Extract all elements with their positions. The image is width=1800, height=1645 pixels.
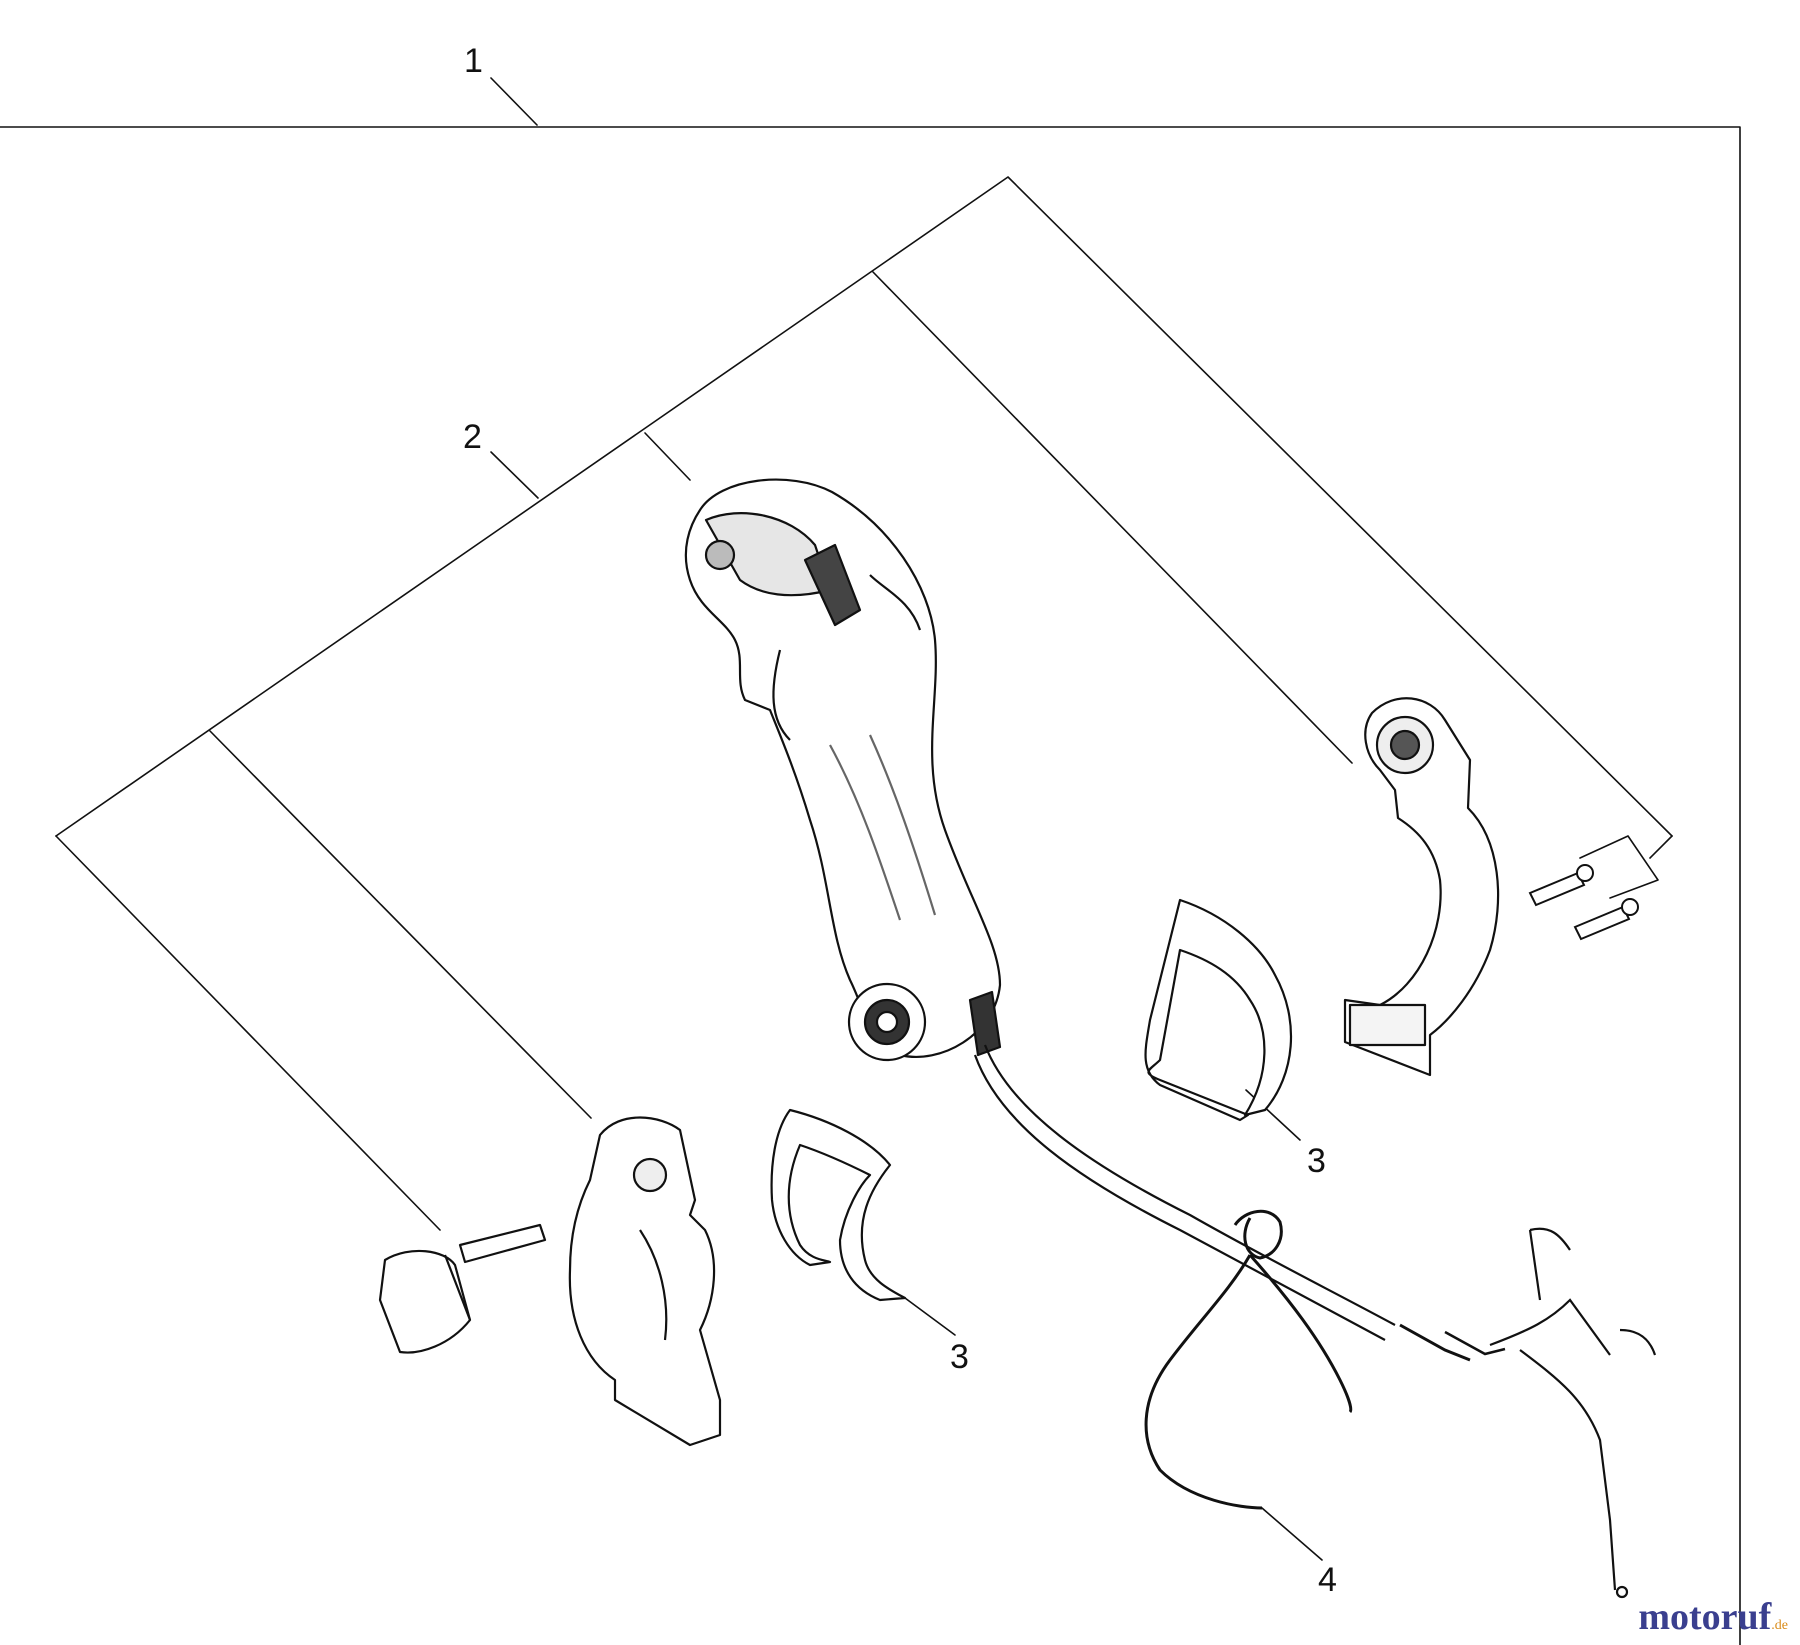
callout-3-lower: 3 bbox=[950, 1338, 969, 1376]
branch-handle bbox=[644, 432, 691, 481]
watermark-tld: .de bbox=[1771, 1618, 1788, 1633]
branch-clamp-top bbox=[872, 271, 1353, 764]
clamp-liner-upper bbox=[1144, 898, 1293, 1122]
leader-line-4 bbox=[1261, 1507, 1323, 1561]
callout-1: 1 bbox=[464, 42, 483, 80]
knob-bolt bbox=[378, 1223, 547, 1354]
throttle-cable bbox=[973, 1044, 1657, 1599]
watermark-text: motoruf bbox=[1638, 1596, 1772, 1638]
wire-4 bbox=[1144, 1210, 1353, 1510]
leader-line-1 bbox=[490, 77, 538, 126]
clamp-half-bottom bbox=[568, 1116, 722, 1447]
throttle-handle bbox=[684, 478, 1002, 1062]
branch-clamp-bottom bbox=[209, 730, 592, 1119]
assembly-frame bbox=[0, 126, 1741, 1645]
bracket-group-2 bbox=[55, 176, 1673, 837]
screw-bracket bbox=[1579, 835, 1659, 899]
callout-4: 4 bbox=[1318, 1561, 1337, 1599]
callout-3-upper: 3 bbox=[1307, 1142, 1326, 1180]
clamp-half-top bbox=[1343, 697, 1500, 1077]
callout-2: 2 bbox=[463, 418, 482, 456]
branch-screws bbox=[1649, 835, 1673, 859]
clamp-liner-lower bbox=[770, 1108, 907, 1302]
branch-knob bbox=[55, 835, 441, 1231]
watermark-logo: motoruf.de bbox=[1638, 1595, 1788, 1639]
leader-line-3b bbox=[904, 1297, 956, 1336]
screws bbox=[1528, 864, 1639, 941]
leader-line-2 bbox=[490, 451, 539, 499]
